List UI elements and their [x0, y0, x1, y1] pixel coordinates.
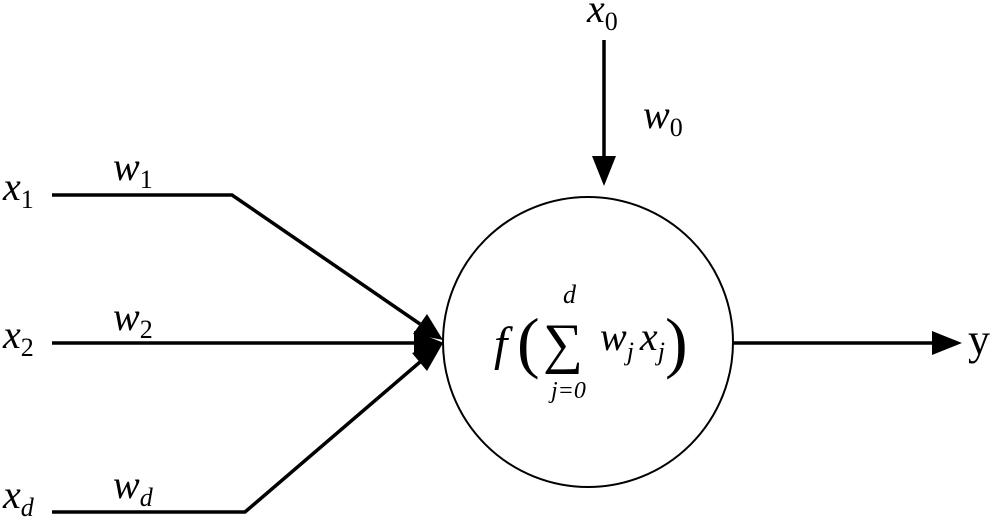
weight-label-w0: w0 [643, 92, 683, 142]
sum-lower-limit: j=0 [548, 378, 586, 404]
sum-symbol: ∑ [543, 313, 583, 375]
paren-close: ) [665, 304, 688, 380]
arrowhead-output [932, 331, 962, 355]
arrowhead-x1 [413, 314, 443, 340]
arrowhead-x2 [414, 331, 444, 355]
weight-label-w2: w2 [113, 294, 153, 344]
sum-upper-limit: d [563, 280, 577, 309]
neuron-circle [442, 196, 734, 488]
arrowhead-x0 [592, 156, 616, 186]
weight-label-w1: w1 [113, 144, 153, 194]
input-line-xd [52, 360, 422, 514]
input-label-x2: x2 [2, 312, 34, 362]
input-label-x1: x1 [2, 164, 34, 214]
weight-label-wd: wd [113, 462, 154, 512]
input-label-xd: xd [2, 472, 35, 522]
input-line-x1 [52, 193, 421, 326]
input-label-x0: x0 [586, 0, 618, 36]
arrowhead-xd [412, 343, 443, 371]
paren-open: ( [517, 304, 540, 380]
output-label: y [968, 315, 990, 364]
